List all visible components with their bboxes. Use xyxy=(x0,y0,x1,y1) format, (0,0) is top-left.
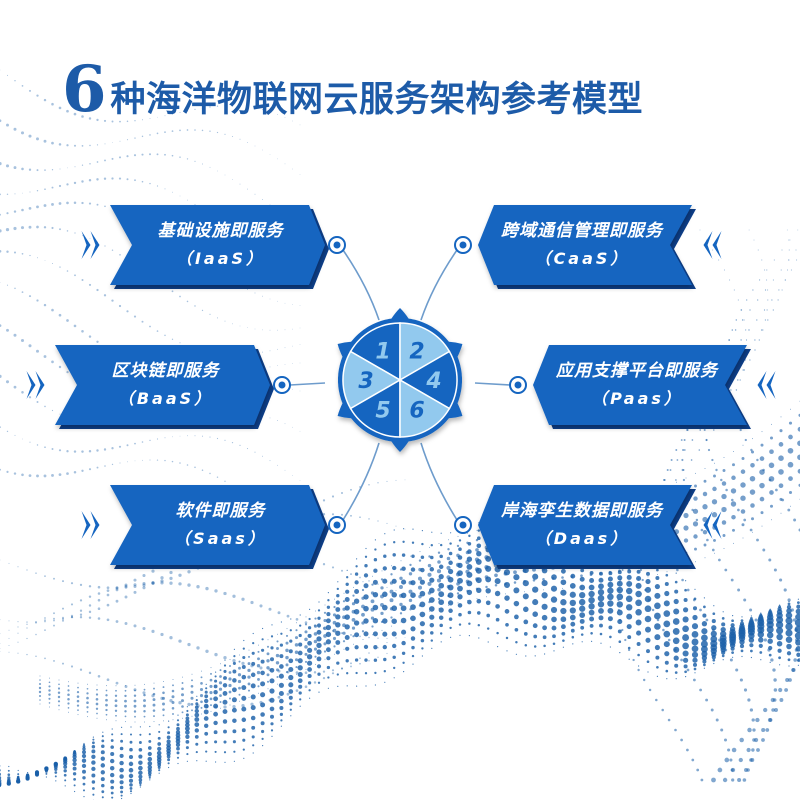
target-node-icon xyxy=(328,516,346,534)
service-banner-caas xyxy=(478,205,692,285)
hub-sector-4 xyxy=(398,350,458,410)
hub-sector-2 xyxy=(399,322,451,382)
diagram-title: 6 种海洋物联网云服务架构参考模型 xyxy=(62,58,782,138)
hub-sector-3 xyxy=(342,350,402,410)
hub-sector-5 xyxy=(349,378,401,438)
chevron-arrows xyxy=(26,231,776,539)
hub-sector-6 xyxy=(399,378,451,438)
hub-sector-1 xyxy=(349,322,401,382)
service-banner-paas xyxy=(533,345,747,425)
service-banner-daas xyxy=(478,485,692,565)
hub-sector-number: 6 xyxy=(409,398,424,423)
connector-line-baas xyxy=(289,382,326,386)
hub-sector-number: 2 xyxy=(409,340,424,365)
double-chevron-icon xyxy=(703,231,722,259)
double-chevron-icon xyxy=(703,511,722,539)
title-number: 6 xyxy=(62,52,107,127)
particle-dots xyxy=(0,69,800,800)
title-text: 种海洋物联网云服务架构参考模型 xyxy=(110,79,644,120)
service-banner-iaas xyxy=(110,205,325,285)
target-node-icon xyxy=(273,376,291,394)
connector-line-iaas xyxy=(342,249,380,321)
double-chevron-icon xyxy=(757,371,776,399)
target-node-icon xyxy=(454,236,472,254)
connector-nodes xyxy=(273,236,527,534)
service-banner-baas xyxy=(55,345,270,425)
connector-line-paas xyxy=(474,382,511,386)
connector-line-saas xyxy=(342,442,380,521)
hub-sector-number: 4 xyxy=(425,369,441,394)
hub-sector-number: 3 xyxy=(358,369,373,394)
target-node-icon xyxy=(509,376,527,394)
connector-line-caas xyxy=(420,249,458,321)
double-chevron-icon xyxy=(26,371,45,399)
connector-lines xyxy=(289,249,511,521)
hub-sector-number: 5 xyxy=(375,398,390,423)
service-banner-saas xyxy=(110,485,325,565)
double-chevron-icon xyxy=(81,511,100,539)
double-chevron-icon xyxy=(81,231,100,259)
service-banners xyxy=(55,205,751,569)
hub-sector-number: 1 xyxy=(375,340,390,365)
connector-line-daas xyxy=(420,442,458,521)
target-node-icon xyxy=(328,236,346,254)
target-node-icon xyxy=(454,516,472,534)
